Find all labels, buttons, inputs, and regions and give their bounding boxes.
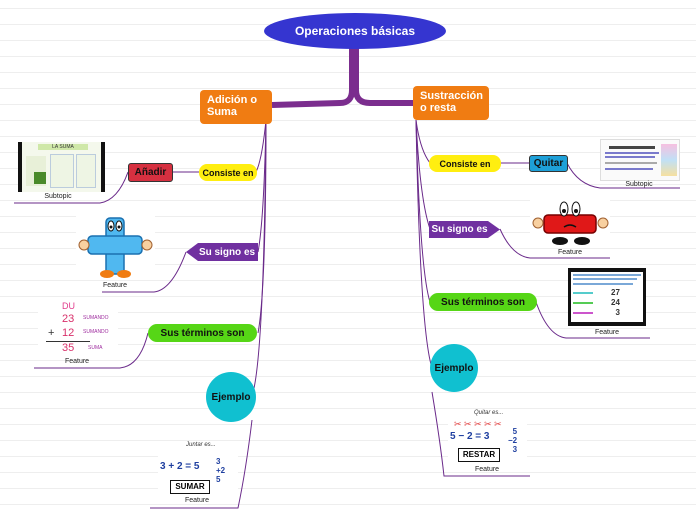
plus-sign-icon bbox=[78, 217, 153, 278]
minus-character-image bbox=[530, 199, 610, 247]
du-label: DU bbox=[62, 301, 75, 311]
sumar-col-1: +2 bbox=[216, 466, 226, 475]
sumando-2: 12 bbox=[62, 327, 75, 339]
left-consiste-node[interactable]: Consiste en bbox=[199, 164, 257, 181]
quitar-node[interactable]: Quitar bbox=[529, 155, 568, 172]
anadir-label: Añadir bbox=[134, 167, 167, 178]
right-signo-node[interactable]: Su signo es bbox=[429, 221, 500, 238]
root-node[interactable]: Operaciones básicas bbox=[264, 13, 446, 49]
suma-result: 35 bbox=[62, 342, 75, 354]
la-suma-image: LA SUMA bbox=[18, 142, 105, 192]
left-ejemplo-caption: Feature bbox=[184, 497, 210, 504]
restar-column: 5 −2 3 bbox=[508, 427, 517, 454]
restar-col-2: 3 bbox=[512, 445, 518, 454]
right-ejemplo-label: Ejemplo bbox=[434, 362, 474, 374]
sumando-1-tag: SUMANDO bbox=[83, 315, 109, 321]
left-signo-label: Su signo es bbox=[198, 246, 256, 258]
left-ejemplo-label: Ejemplo bbox=[211, 391, 251, 403]
sumar-button: SUMAR bbox=[170, 480, 210, 494]
sumar-column: 3 +2 5 bbox=[216, 457, 225, 484]
right-signo-caption: Feature bbox=[557, 249, 583, 256]
sumar-heading: Juntar es... bbox=[186, 442, 216, 448]
left-consiste-label: Consiste en bbox=[202, 167, 254, 178]
right-terminos-label: Sus términos son bbox=[441, 296, 525, 308]
resta-terminos-image: 27 24 3 bbox=[568, 268, 646, 326]
left-ejemplo-node[interactable]: Ejemplo bbox=[206, 372, 256, 422]
anadir-node[interactable]: Añadir bbox=[128, 163, 173, 182]
sumar-col-0: 3 bbox=[216, 457, 221, 466]
left-signo-caption: Feature bbox=[102, 282, 128, 289]
minuendo: 27 bbox=[611, 288, 620, 297]
branch-sustraccion-label: Sustracción o resta bbox=[420, 90, 483, 114]
resta-doc-image bbox=[600, 139, 680, 181]
right-ejemplo-node[interactable]: Ejemplo bbox=[430, 344, 478, 392]
restar-col-0: 5 bbox=[512, 427, 518, 436]
left-signo-node[interactable]: Su signo es bbox=[186, 243, 258, 261]
plus-character-image bbox=[76, 212, 155, 280]
suma-tag: SUMA bbox=[88, 345, 103, 351]
la-suma-image-title: LA SUMA bbox=[38, 144, 88, 150]
sumandos-image: DU 23 SUMANDO + 12 SUMANDO 35 SUMA bbox=[38, 300, 118, 356]
diferencia: 3 bbox=[615, 308, 620, 317]
restar-equation: 5 − 2 = 3 bbox=[450, 431, 490, 442]
minus-sign-icon bbox=[532, 201, 609, 245]
sumar-equation: 3 + 2 = 5 bbox=[160, 461, 200, 472]
restar-example-image: Quitar es... ✂ ✂ ✂ ✂ ✂ 5 − 2 = 3 RESTAR … bbox=[448, 409, 527, 463]
right-consiste-label: Consiste en bbox=[439, 158, 491, 169]
branch-adicion[interactable]: Adición o Suma bbox=[200, 90, 272, 124]
root-title: Operaciones básicas bbox=[294, 24, 416, 38]
restar-heading: Quitar es... bbox=[474, 410, 504, 416]
restar-button: RESTAR bbox=[458, 448, 500, 462]
right-subtopic-caption: Subtopic bbox=[625, 181, 653, 188]
plus-icon: + bbox=[48, 327, 55, 339]
right-consiste-node[interactable]: Consiste en bbox=[429, 155, 501, 172]
left-terminos-caption: Feature bbox=[64, 358, 90, 365]
sumar-col-2: 5 bbox=[216, 475, 221, 484]
right-terminos-caption: Feature bbox=[594, 329, 620, 336]
right-signo-label: Su signo es bbox=[431, 224, 488, 235]
left-subtopic-caption: Subtopic bbox=[44, 193, 72, 200]
sumando-2-tag: SUMANDO bbox=[83, 329, 109, 335]
left-terminos-label: Sus términos son bbox=[160, 327, 245, 339]
branch-sustraccion[interactable]: Sustracción o resta bbox=[413, 86, 489, 120]
restar-col-1: −2 bbox=[508, 436, 518, 445]
quitar-label: Quitar bbox=[533, 158, 564, 169]
branch-adicion-label: Adición o Suma bbox=[207, 94, 258, 118]
resta-terminos-values: 27 24 3 bbox=[611, 288, 620, 318]
sumando-1: 23 bbox=[62, 313, 75, 325]
sumar-example-image: Juntar es... 3 + 2 = 5 SUMAR 3 +2 5 bbox=[158, 441, 238, 495]
right-ejemplo-caption: Feature bbox=[474, 466, 500, 473]
sustraendo: 24 bbox=[611, 298, 620, 307]
left-terminos-node[interactable]: Sus términos son bbox=[148, 324, 257, 342]
right-terminos-node[interactable]: Sus términos son bbox=[429, 293, 537, 311]
